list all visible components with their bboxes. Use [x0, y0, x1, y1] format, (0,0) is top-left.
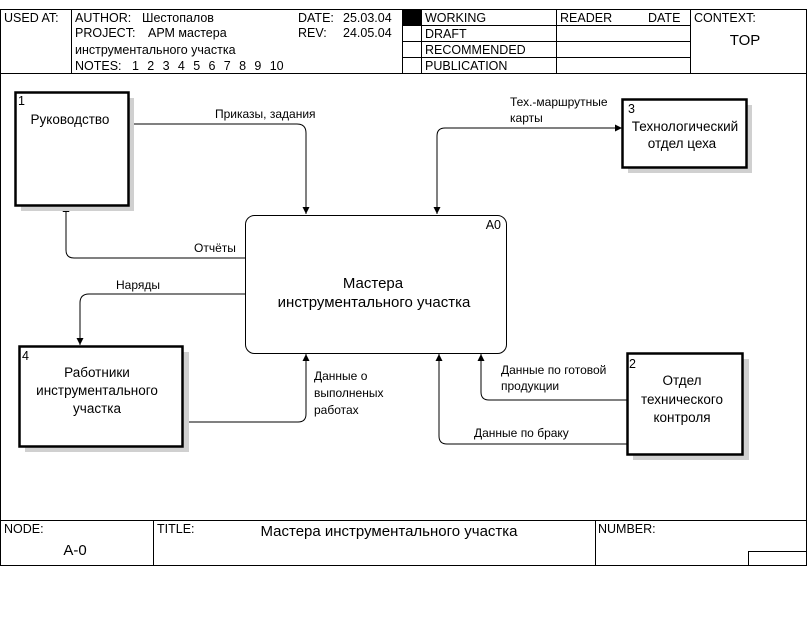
notes-number: 7: [224, 59, 231, 73]
arrow-label-defect-data: Данные по браку: [474, 426, 569, 440]
arrow-label-work-data-line2: выполненых: [314, 386, 383, 400]
box-4-label-line3: участка: [73, 401, 121, 416]
box-3-number: 3: [628, 102, 635, 116]
box-workers: [18, 345, 189, 452]
arrow-label-reports: Отчёты: [194, 241, 236, 255]
arrow-work-orders: [76, 293, 245, 345]
notes-label: NOTES:: [75, 59, 122, 73]
arrow-label-work-orders: Наряды: [116, 278, 160, 292]
context-value: TOP: [730, 32, 761, 49]
date-value: 25.03.04: [343, 11, 392, 25]
box-2-label-line3: контроля: [653, 410, 710, 425]
arrow-label-route-cards-line1: Тех.-маршрутные: [510, 95, 608, 109]
box-2-label-line2: технического: [641, 392, 723, 407]
box-4-frame: [18, 345, 184, 448]
reader-date-label: DATE: [648, 11, 680, 25]
box-2-frame: [626, 352, 744, 456]
main-activity-node-id: A0: [486, 218, 501, 232]
rev-label: REV:: [298, 26, 327, 40]
author-label: AUTHOR:: [75, 11, 131, 25]
arrow-label-finished-data-line1: Данные по готовой: [501, 363, 606, 377]
header-frame: [0, 9, 807, 566]
notes-number: 10: [270, 59, 284, 73]
notes-number: 3: [163, 59, 170, 73]
notes-number: 4: [178, 59, 185, 73]
project-value-line2: инструментального участка: [75, 43, 236, 57]
author-value: Шестопалов: [142, 11, 214, 25]
footer-frame: [0, 520, 807, 566]
context-label: CONTEXT:: [694, 11, 756, 25]
box-3-frame: [621, 98, 748, 169]
notes-number: 1: [132, 59, 139, 73]
status-working-marker: [403, 10, 421, 25]
title-label: TITLE:: [157, 522, 195, 536]
main-activity-box: [245, 215, 507, 354]
arrow-finished-data: [477, 354, 628, 401]
box-3-label-line2: отдел цеха: [648, 136, 717, 151]
arrow-label-work-data-line1: Данные о: [314, 369, 368, 383]
status-draft: DRAFT: [425, 27, 467, 41]
arrow-label-route-cards-line2: карты: [510, 111, 543, 125]
main-activity-title-line1: Мастера: [343, 275, 404, 292]
arrow-orders: [128, 123, 310, 214]
arrow-reports: [62, 205, 245, 259]
arrow-label-orders: Приказы, задания: [215, 107, 316, 121]
node-label: NODE:: [4, 522, 44, 536]
reader-label: READER: [560, 11, 612, 25]
box-2-number: 2: [629, 357, 636, 371]
box-4-number: 4: [22, 349, 29, 363]
rev-value: 24.05.04: [343, 26, 392, 40]
box-1-label: Руководство: [31, 112, 110, 127]
arrow-label-finished-data-line2: продукции: [501, 379, 559, 393]
project-value-line1: АРМ мастера: [148, 26, 227, 40]
notes-number: 2: [147, 59, 154, 73]
status-working: WORKING: [425, 11, 486, 25]
arrow-defect-data: [435, 354, 628, 445]
arrow-work-data: [182, 354, 310, 423]
notes-number: 6: [209, 59, 216, 73]
box-1-frame: [14, 91, 130, 207]
date-label: DATE:: [298, 11, 334, 25]
box-management: [14, 91, 134, 211]
box-tech-department: [621, 98, 752, 173]
notes-number: 8: [239, 59, 246, 73]
notes-number: 5: [193, 59, 200, 73]
status-publication: PUBLICATION: [425, 59, 507, 73]
node-value: A-0: [63, 542, 86, 559]
project-label: PROJECT:: [75, 26, 135, 40]
status-recommended: RECOMMENDED: [425, 43, 526, 57]
box-quality-control: [626, 352, 749, 460]
arrow-label-work-data-line3: работах: [314, 403, 359, 417]
arrow-route-cards: [433, 124, 622, 214]
box-4-label-line2: инструментального: [36, 383, 158, 398]
box-4-label-line1: Работники: [64, 365, 130, 380]
main-activity-title-line2: инструментального участка: [278, 294, 471, 311]
box-2-label-line1: Отдел: [662, 373, 701, 388]
box-1-number: 1: [18, 94, 25, 108]
used-at-label: USED AT:: [4, 11, 59, 25]
notes-number: 9: [254, 59, 261, 73]
box-3-label-line1: Технологический: [632, 119, 738, 134]
diagram-title: Мастера инструментального участка: [260, 523, 518, 540]
number-label: NUMBER:: [598, 522, 656, 536]
